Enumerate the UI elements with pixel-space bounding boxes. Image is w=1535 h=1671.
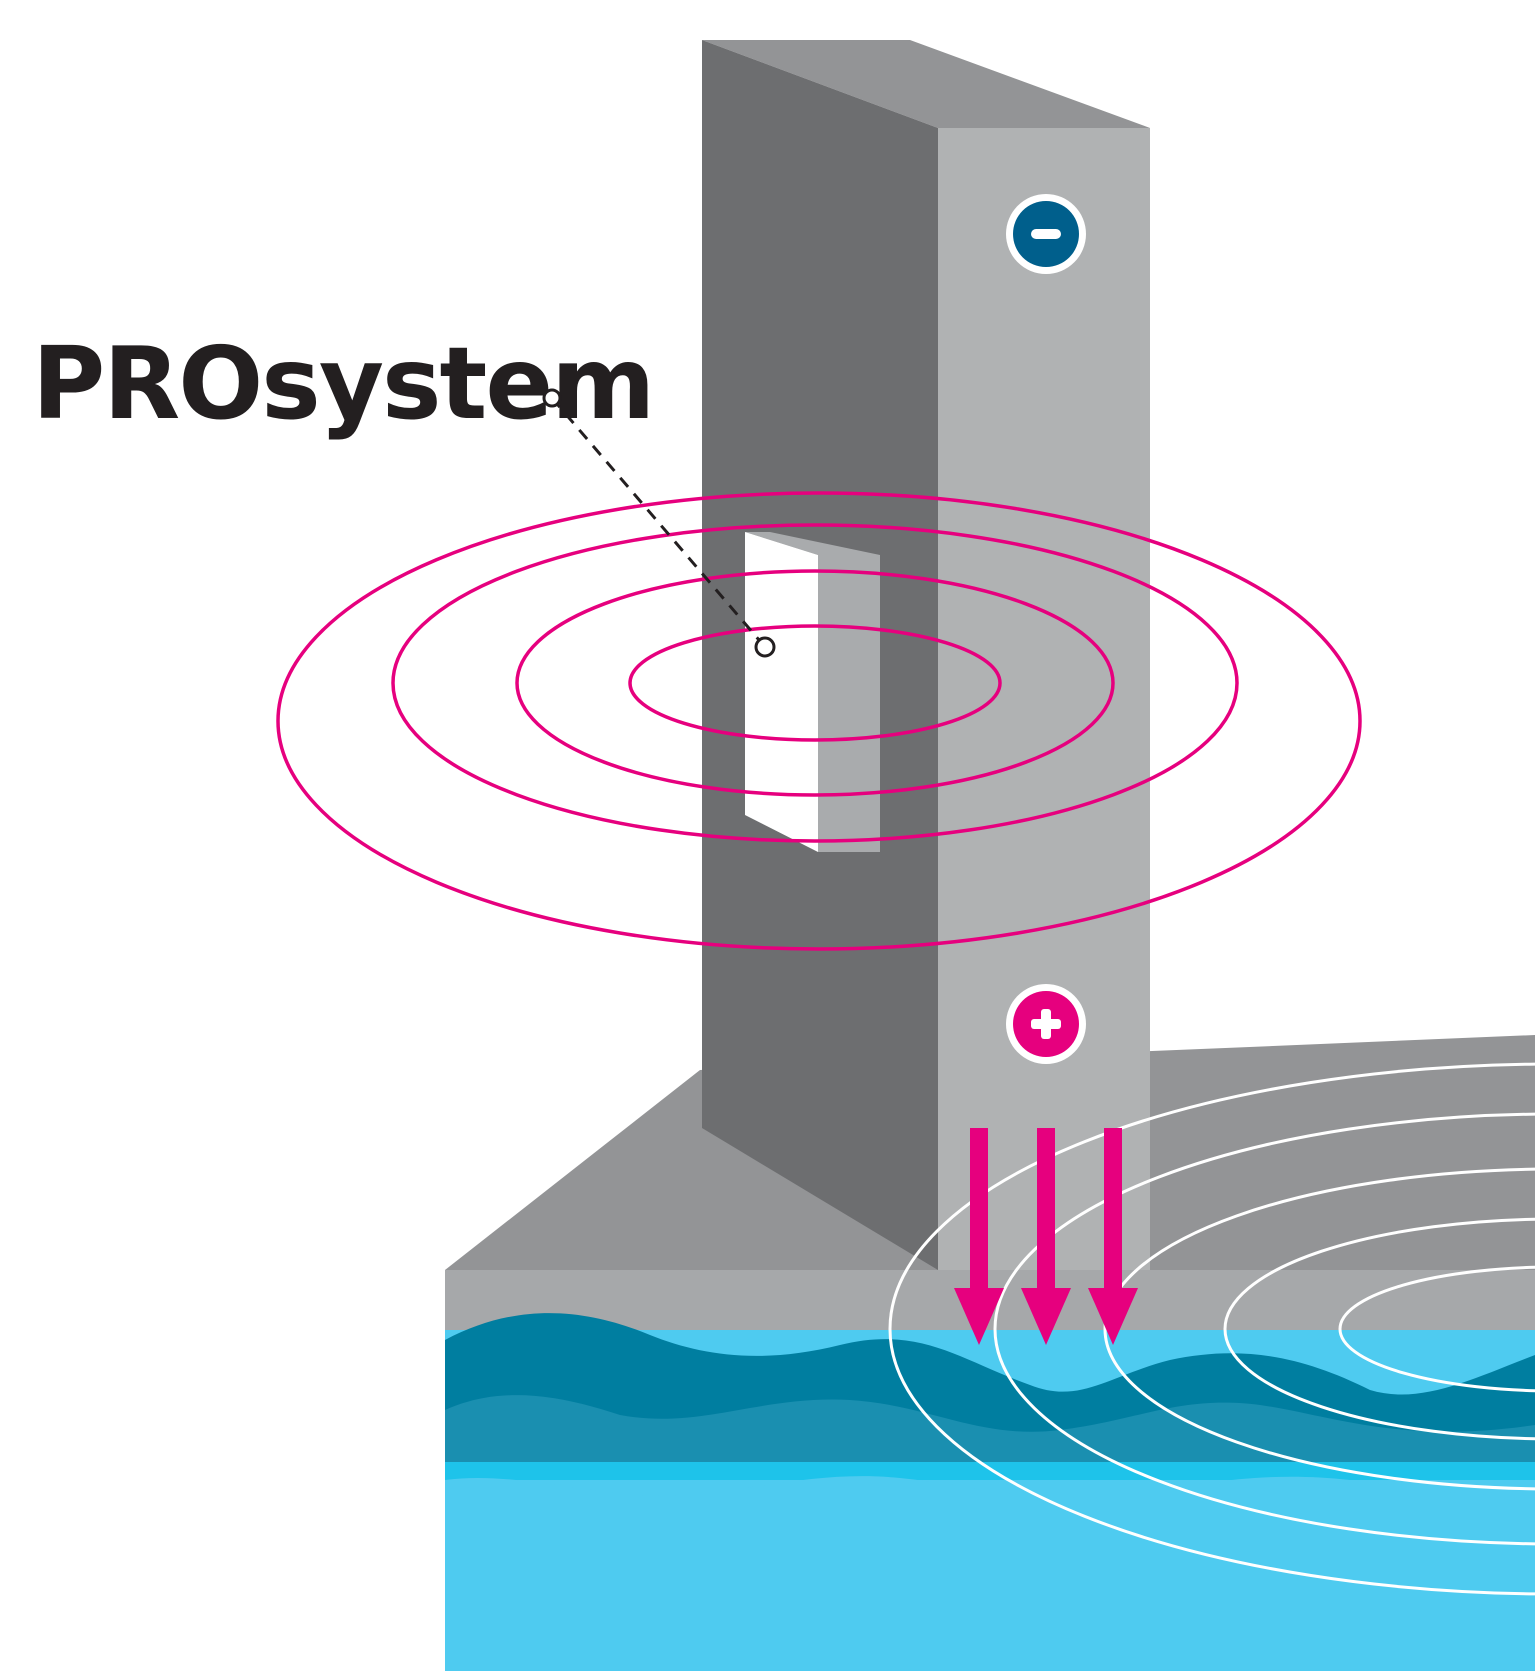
callout-start-dot bbox=[542, 388, 562, 408]
field-ring bbox=[276, 491, 1362, 951]
arrow-shaft bbox=[970, 1128, 988, 1293]
arrow-head bbox=[1088, 1288, 1138, 1345]
arrow-shaft bbox=[1104, 1128, 1122, 1293]
positive-charge-marker bbox=[1006, 984, 1086, 1064]
device-label: PROsystem bbox=[32, 325, 653, 442]
arrow-shaft bbox=[1037, 1128, 1055, 1293]
wall-front-face bbox=[938, 128, 1150, 1270]
ripple-ring bbox=[1103, 1167, 1535, 1491]
ripple-rings bbox=[888, 1062, 1535, 1596]
device-side-face bbox=[818, 555, 880, 852]
wall-top-face bbox=[702, 40, 1150, 128]
arrow-head bbox=[954, 1288, 1004, 1345]
device-top-face bbox=[745, 532, 880, 555]
arrow-down-icon bbox=[1088, 1128, 1138, 1345]
arrow-down-icon bbox=[954, 1128, 1004, 1345]
minus-icon-bar bbox=[1031, 229, 1061, 239]
ripple-ring bbox=[888, 1062, 1535, 1596]
callout-end-dot bbox=[754, 636, 776, 658]
prosystem-device bbox=[745, 532, 880, 852]
groundwater bbox=[445, 1313, 1535, 1671]
ripple-ring bbox=[993, 1112, 1535, 1546]
ripple-ring bbox=[1223, 1217, 1535, 1441]
plus-icon-vbar bbox=[1041, 1009, 1051, 1039]
field-ring bbox=[391, 523, 1239, 843]
water-wave-light bbox=[445, 1476, 1535, 1671]
water-surface-band bbox=[445, 1462, 1535, 1480]
device-callout: PROsystem bbox=[32, 325, 776, 658]
wall bbox=[702, 40, 1150, 1270]
field-ring bbox=[515, 569, 1115, 797]
arrow-head bbox=[1021, 1288, 1071, 1345]
field-ring bbox=[628, 624, 1002, 742]
negative-charge-marker bbox=[1006, 194, 1086, 274]
device-front-face bbox=[745, 532, 818, 852]
ripple-ring bbox=[1338, 1265, 1535, 1393]
down-arrows bbox=[954, 1128, 1138, 1345]
arrow-down-icon bbox=[1021, 1128, 1071, 1345]
field-rings bbox=[276, 491, 1362, 951]
callout-leader-line bbox=[550, 397, 767, 648]
